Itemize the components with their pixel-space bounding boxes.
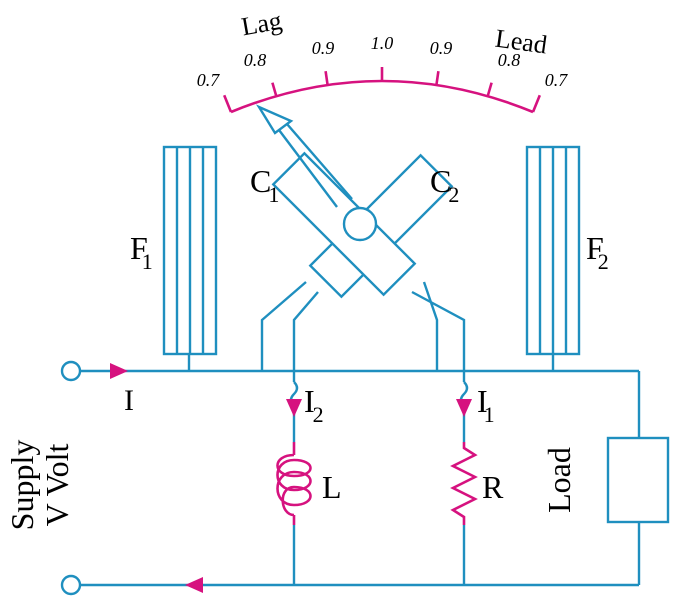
- scale-tick-label: 0.9: [430, 38, 453, 58]
- scale-tick: [324, 71, 329, 86]
- pointer: [255, 104, 353, 208]
- i1-label: I1: [477, 383, 495, 427]
- scale-tick: [222, 94, 233, 113]
- scale-tick: [531, 94, 542, 113]
- scale-arc: [230, 79, 534, 114]
- f2-label: F2: [586, 230, 609, 274]
- line-current-arrow: [110, 363, 128, 379]
- scale-tick: [271, 82, 278, 97]
- load-box: [606, 436, 670, 524]
- voltage-label: V Volt: [39, 444, 75, 527]
- inductor-l: [276, 442, 312, 525]
- scale-tick-label: 0.8: [244, 50, 267, 70]
- inductor-label: L: [322, 469, 342, 505]
- scale-tick-labels: 0.7 0.8 0.9 1.0 0.9 0.8 0.7: [197, 33, 569, 90]
- supply-label: Supply: [4, 440, 40, 531]
- lead-label: Lead: [493, 24, 548, 60]
- return-current-arrow: [185, 577, 203, 593]
- c2-label: C2: [430, 163, 459, 207]
- scale-tick-label: 0.7: [545, 70, 569, 90]
- scale-tick-label: 0.8: [498, 50, 521, 70]
- pivot: [342, 206, 378, 242]
- fixed-coil-f2: [525, 145, 581, 371]
- scale-tick-label: 1.0: [371, 33, 394, 53]
- moving-coil-leads: [260, 281, 466, 371]
- supply-terminal-bottom: [60, 574, 82, 596]
- scale-tick-lines: [222, 67, 542, 113]
- f1-label: F1: [130, 230, 153, 274]
- i2-current-arrow: [286, 399, 302, 417]
- resistor-label: R: [482, 469, 504, 505]
- resistor-r: [450, 442, 478, 525]
- c1-label: C1: [250, 163, 279, 207]
- scale-tick: [435, 71, 440, 86]
- scale-tick: [486, 82, 493, 97]
- i2-label: I2: [304, 383, 324, 427]
- power-factor-scale: 0.7 0.8 0.9 1.0 0.9 0.8 0.7 Lag Lead: [197, 6, 569, 114]
- fixed-coil-f1: [162, 145, 218, 371]
- line-current-label: I: [124, 384, 134, 417]
- i1-current-arrow: [456, 399, 472, 417]
- supply-terminal-top: [60, 360, 82, 382]
- lag-label: Lag: [239, 6, 284, 42]
- scale-tick-label: 0.7: [197, 70, 221, 90]
- load-label: Load: [541, 447, 577, 513]
- scale-tick-label: 0.9: [312, 38, 335, 58]
